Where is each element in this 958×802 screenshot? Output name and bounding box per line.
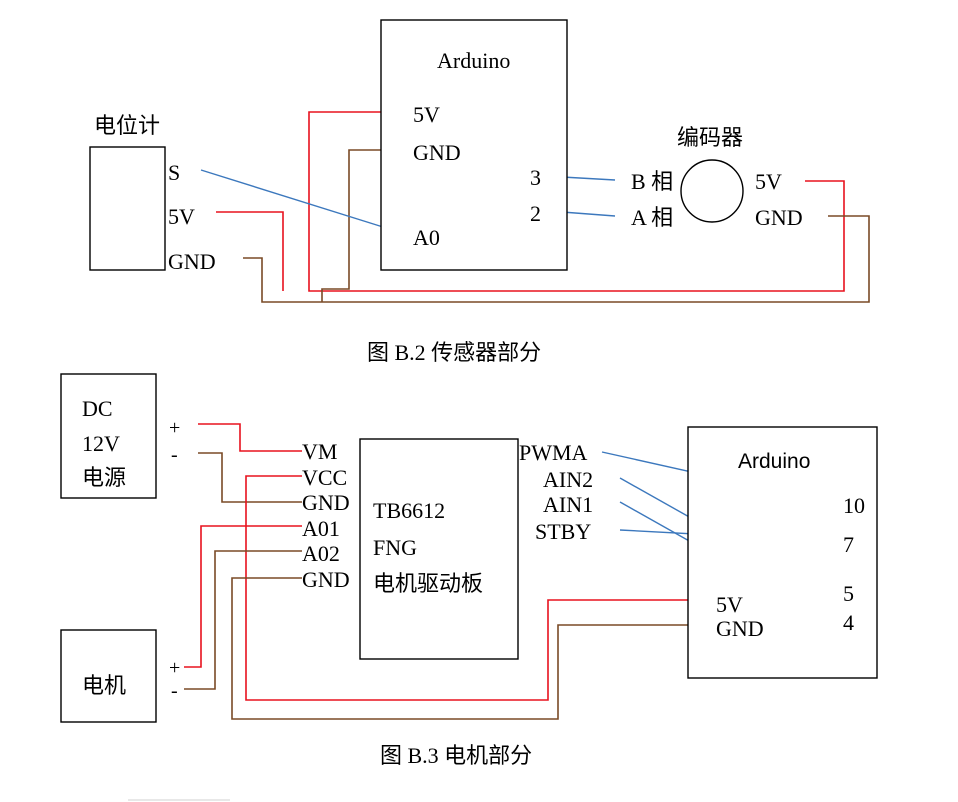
wire-dc-minus-to-gnd — [198, 452, 302, 503]
driver-pin-pwma: PWMA — [519, 440, 588, 465]
wire-a01-to-motor-plus — [184, 525, 302, 668]
motor-plus-sign: + — [169, 657, 180, 679]
driver-board-box — [359, 438, 519, 660]
encoder-title: 编码器 — [677, 125, 743, 150]
wire-pot-s-to-a0 — [200, 169, 400, 233]
arduino-pin-4: 4 — [843, 610, 854, 635]
pot-pin-gnd: GND — [168, 249, 216, 274]
pot-pin-s: S — [168, 160, 180, 185]
figure-b2-sensor: 电位计 S 5V GND Arduino 5V GND 3 2 A0 编码器 B… — [89, 19, 870, 365]
driver-pin-stby: STBY — [535, 519, 591, 544]
driver-pin-vcc: VCC — [302, 465, 347, 490]
arduino-title-sensor: Arduino — [437, 48, 510, 73]
driver-pin-vm: VM — [302, 439, 337, 464]
wire-arduino-gnd-bus — [321, 149, 395, 302]
arduino-pin-5v: 5V — [413, 102, 440, 127]
wire-a02-to-motor-minus — [184, 550, 302, 690]
arduino-pin-5: 5 — [843, 581, 854, 606]
arduino-pin-10: 10 — [843, 493, 865, 518]
wire-gnd-to-arduino-gnd — [231, 577, 702, 720]
dc-label-line3: 电源 — [82, 465, 126, 490]
driver-pin-a02: A02 — [302, 541, 340, 566]
wire-pot-gnd — [243, 215, 870, 303]
encoder-pin-5v: 5V — [755, 169, 782, 194]
motor-minus-sign: - — [171, 680, 178, 702]
arduino-pin-gnd: GND — [413, 140, 461, 165]
encoder-pin-a: A 相 — [631, 205, 673, 230]
pot-title: 电位计 — [94, 113, 160, 138]
driver-pin-gnd-1: GND — [302, 490, 350, 515]
arduino-box-sensor — [380, 19, 568, 271]
arduino-pin-5v-motor: 5V — [716, 592, 743, 617]
wire-dc-plus-to-vm — [198, 423, 302, 452]
arduino-pin-3: 3 — [530, 165, 541, 190]
wire-arduino-5v-bus — [308, 111, 845, 292]
arduino-pin-a0: A0 — [413, 225, 440, 250]
arduino-title-motor: Arduino — [738, 450, 810, 473]
arduino-pin-gnd-motor: GND — [716, 616, 764, 641]
motor-label: 电机 — [82, 673, 126, 698]
driver-name-line2: FNG — [373, 535, 417, 560]
caption-b3: 图 B.3 电机部分 — [380, 743, 532, 768]
wire-pot-5v — [216, 211, 284, 291]
encoder-pin-gnd: GND — [755, 205, 803, 230]
caption-b2: 图 B.2 传感器部分 — [367, 340, 541, 365]
wire-vcc-to-arduino-5v — [245, 475, 702, 701]
dc-label-line2: 12V — [82, 431, 120, 456]
encoder-circle — [680, 159, 744, 223]
wire-pin3-to-bphase — [561, 176, 616, 181]
driver-pin-gnd-2: GND — [302, 567, 350, 592]
encoder-pin-b: B 相 — [631, 169, 673, 194]
arduino-box-motor — [687, 426, 878, 679]
dc-label-line1: DC — [82, 396, 113, 421]
figure-b3-motor: DC 12V 电源 + - VM VCC GND A01 A02 GND TB6… — [60, 373, 878, 768]
dc-plus-sign: + — [169, 417, 180, 439]
motor-box — [60, 629, 157, 723]
arduino-pin-7: 7 — [843, 532, 854, 557]
driver-pin-ain1: AIN1 — [543, 492, 593, 517]
driver-pin-a01: A01 — [302, 516, 340, 541]
arduino-pin-2: 2 — [530, 201, 541, 226]
pot-box — [89, 146, 166, 271]
dc-power-box — [60, 373, 157, 499]
driver-pin-ain2: AIN2 — [543, 467, 593, 492]
wire-pin2-to-aphase — [561, 211, 616, 217]
driver-name-line1: TB6612 — [373, 498, 445, 523]
dc-minus-sign: - — [171, 444, 178, 466]
driver-name-line3: 电机驱动板 — [373, 571, 483, 596]
pot-pin-5v: 5V — [168, 204, 195, 229]
